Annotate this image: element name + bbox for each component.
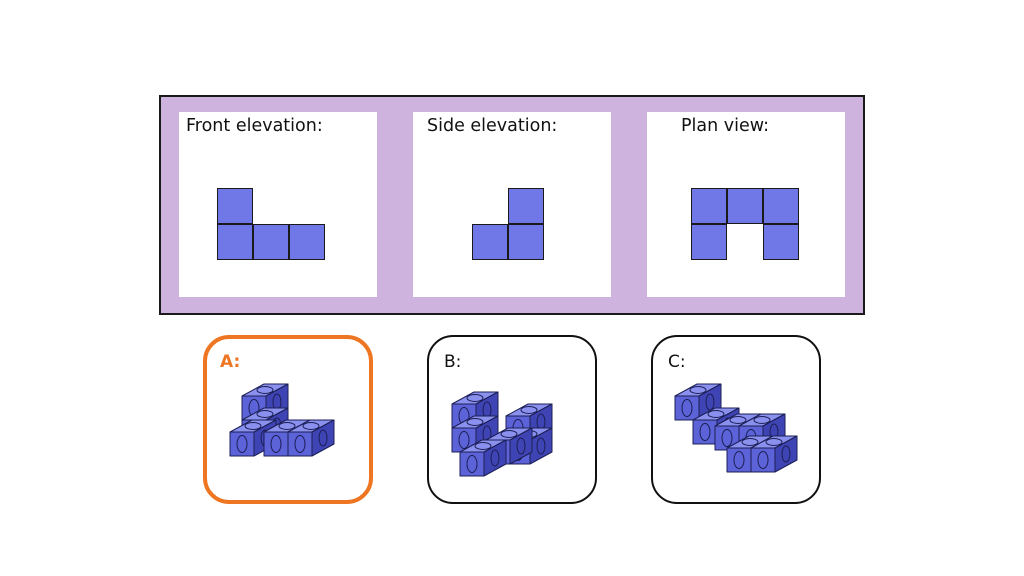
plan-square bbox=[763, 188, 799, 224]
cube bbox=[750, 435, 798, 473]
side-square bbox=[508, 188, 544, 224]
side-square bbox=[472, 224, 508, 260]
option-a-cubes bbox=[229, 383, 335, 457]
plan-square bbox=[727, 188, 763, 224]
plan-view-label: Plan view: bbox=[681, 116, 770, 136]
front-square bbox=[253, 224, 289, 260]
plan-square bbox=[691, 188, 727, 224]
front-elevation-panel bbox=[179, 112, 377, 297]
cube bbox=[287, 419, 335, 457]
option-c-label: C: bbox=[668, 352, 686, 372]
cube bbox=[459, 439, 507, 477]
option-b-cubes bbox=[451, 391, 553, 477]
option-c-cubes bbox=[674, 383, 798, 473]
option-a-label: A: bbox=[220, 352, 241, 372]
plan-square bbox=[763, 224, 799, 260]
front-square bbox=[289, 224, 325, 260]
front-square bbox=[217, 188, 253, 224]
front-square bbox=[217, 224, 253, 260]
side-elevation-label: Side elevation: bbox=[427, 116, 558, 136]
plan-square bbox=[691, 224, 727, 260]
option-b-label: B: bbox=[444, 352, 462, 372]
side-square bbox=[508, 224, 544, 260]
front-elevation-label: Front elevation: bbox=[186, 116, 323, 136]
